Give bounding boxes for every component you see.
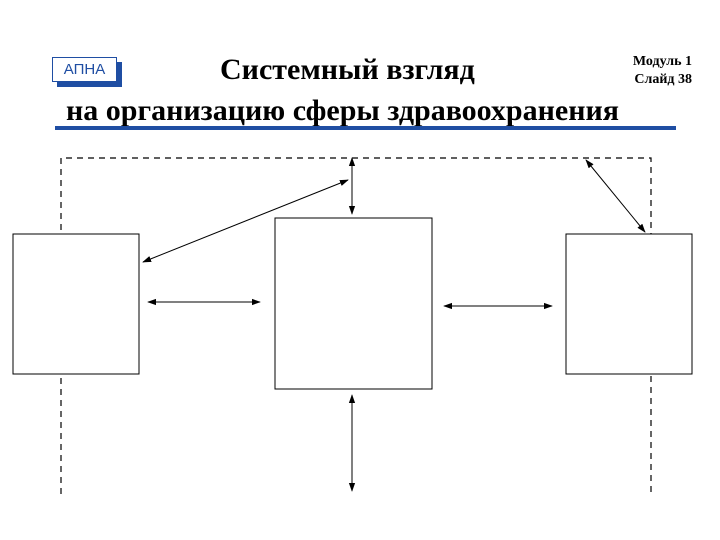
slide-title-line1: Системный взгляд <box>220 53 475 86</box>
right-box <box>565 233 693 375</box>
slide-number-label: Слайд 38 <box>634 72 692 87</box>
logo-text: АПНА <box>52 57 117 82</box>
center-box <box>274 217 433 390</box>
left-diagonal-arrow <box>142 179 349 263</box>
right-diagonal-arrow <box>585 159 646 233</box>
title-underline <box>55 126 676 130</box>
slide-title-line2: на организацию сферы здравоохранения <box>66 94 620 127</box>
module-label: Модуль 1 <box>632 54 692 69</box>
apna-logo: АПНА <box>52 57 122 87</box>
left-box <box>12 233 140 375</box>
